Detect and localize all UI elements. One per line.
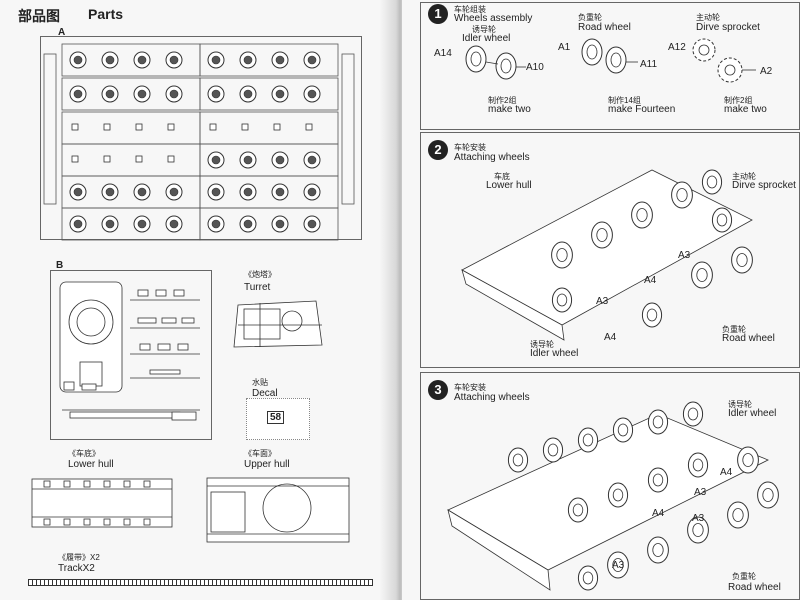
step2-road-en: Road wheel bbox=[722, 333, 775, 344]
step3-callout-a4-2: A4 bbox=[652, 508, 665, 519]
turret-diagram bbox=[233, 300, 323, 348]
step3-idler-cn: 诱导轮 bbox=[728, 400, 752, 409]
upper-hull-label-cn: 《车面》 bbox=[244, 449, 276, 458]
turret-label-en: Turret bbox=[244, 282, 271, 293]
step3-idler-en: Idler wheel bbox=[728, 408, 777, 419]
step3-callout-a3-3: A3 bbox=[612, 560, 625, 571]
road-qty-en: make Fourteen bbox=[608, 104, 676, 115]
step2-idler-cn: 诱导轮 bbox=[530, 340, 554, 349]
parts-page: 部品图 Parts A B 《炮塔》 Turret 水贴 Deca bbox=[18, 6, 373, 586]
sprue-b-label: B bbox=[56, 260, 64, 271]
road-wheel-parts bbox=[581, 38, 638, 74]
step-2-number: 2 bbox=[428, 140, 448, 160]
sprocket-qty-cn: 制作2组 bbox=[724, 96, 753, 105]
step2-lower-hull-en: Lower hull bbox=[486, 180, 532, 191]
decal-sheet: 58 bbox=[246, 398, 310, 440]
step3-road-cn: 负重轮 bbox=[732, 572, 756, 581]
step-3-title-en: Attaching wheels bbox=[454, 392, 530, 403]
part-a10: A10 bbox=[526, 62, 544, 73]
idler-qty-cn: 制作2组 bbox=[488, 96, 517, 105]
step3-callout-a4-1: A4 bbox=[720, 467, 733, 478]
idler-wheel-parts bbox=[465, 45, 526, 80]
step3-road-en: Road wheel bbox=[728, 582, 781, 593]
step-3-number: 3 bbox=[428, 380, 448, 400]
step2-sprocket-en: Dirve sprocket bbox=[732, 180, 796, 191]
lower-hull-label-en: Lower hull bbox=[68, 459, 114, 470]
part-a1: A1 bbox=[558, 42, 571, 53]
sprocket-label-en: Dirve sprocket bbox=[696, 22, 760, 33]
step-3-title-cn: 车轮安装 bbox=[454, 383, 486, 392]
step2-idler-en: Idler wheel bbox=[530, 348, 579, 359]
turret-label-cn: 《炮塔》 bbox=[244, 270, 276, 279]
step-1-title-en: Wheels assembly bbox=[454, 13, 533, 24]
sprocket-parts bbox=[692, 38, 756, 83]
step2-road-cn: 负重轮 bbox=[722, 325, 746, 334]
step2-callout-a3-2: A3 bbox=[596, 296, 609, 307]
road-label-cn: 负重轮 bbox=[578, 13, 602, 22]
step2-callout-a4-2: A4 bbox=[604, 332, 617, 343]
parts-title-en: Parts bbox=[88, 6, 124, 22]
sprue-a-diagram bbox=[43, 43, 355, 241]
sprue-b-diagram bbox=[59, 281, 200, 421]
part-a14: A14 bbox=[434, 48, 452, 59]
part-a11: A11 bbox=[640, 59, 658, 70]
sprue-a-label: A bbox=[58, 27, 66, 38]
sprue-a-frame bbox=[40, 36, 362, 240]
instructions-page: 1 车轮组装 Wheels assembly 诱导轮 Idler wheel A… bbox=[402, 0, 800, 600]
step3-callout-a3-1: A3 bbox=[694, 487, 707, 498]
step2-callout-a4-1: A4 bbox=[644, 275, 657, 286]
idler-label-en: Idler wheel bbox=[462, 33, 511, 44]
road-label-en: Road wheel bbox=[578, 22, 631, 33]
part-a2: A2 bbox=[760, 66, 773, 77]
decal-number: 58 bbox=[267, 411, 285, 424]
step2-callout-a3-1: A3 bbox=[678, 250, 691, 261]
idler-label-cn: 诱导轮 bbox=[472, 25, 496, 34]
track-label-en: TrackX2 bbox=[58, 563, 95, 574]
decal-label-en: Decal bbox=[252, 388, 278, 399]
step-2-title-cn: 车轮安装 bbox=[454, 143, 486, 152]
step2-sprocket-cn: 主动轮 bbox=[732, 172, 756, 181]
sprue-b-frame bbox=[50, 270, 212, 440]
step-3-diagram bbox=[447, 401, 779, 591]
lower-hull-label-cn: 《车底》 bbox=[68, 449, 100, 458]
step-1-title-cn: 车轮组装 bbox=[454, 5, 486, 14]
upper-hull-label-en: Upper hull bbox=[244, 459, 290, 470]
step2-lower-hull-cn: 车底 bbox=[494, 172, 510, 181]
road-qty-cn: 制作14组 bbox=[608, 96, 641, 105]
idler-qty-en: make two bbox=[488, 104, 531, 115]
part-a12: A12 bbox=[668, 42, 686, 53]
parts-title-cn: 部品图 bbox=[18, 8, 60, 24]
sprocket-qty-en: make two bbox=[724, 104, 767, 115]
track-strip bbox=[28, 579, 373, 586]
step3-callout-a3-2: A3 bbox=[692, 513, 705, 524]
sprocket-label-cn: 主动轮 bbox=[696, 13, 720, 22]
decal-label-cn: 水贴 bbox=[252, 378, 268, 387]
step-1-number: 1 bbox=[428, 4, 448, 24]
lower-hull-diagram bbox=[31, 478, 173, 528]
track-label-cn: 《履带》X2 bbox=[58, 553, 100, 562]
step-2-diagram bbox=[461, 169, 753, 341]
step-2-title-en: Attaching wheels bbox=[454, 152, 530, 163]
upper-hull-diagram bbox=[206, 477, 350, 543]
